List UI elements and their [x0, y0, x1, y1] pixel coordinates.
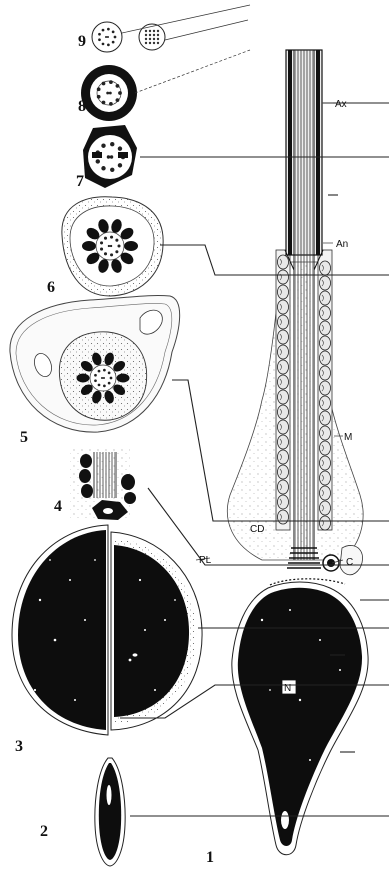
stage-number-4: 4 — [54, 498, 62, 515]
label-nucleus: N — [284, 683, 291, 694]
section-9 — [92, 22, 165, 52]
label-axoneme: Ax — [335, 99, 347, 110]
section-7 — [83, 125, 137, 188]
section-8 — [81, 65, 137, 121]
section-6 — [62, 197, 163, 296]
section-2 — [95, 758, 125, 866]
stage-number-2: 2 — [40, 823, 48, 840]
label-cytoplasmic-droplet: CD — [250, 524, 264, 535]
label-plasma-membrane: PL — [199, 555, 212, 566]
stage-number-1: 1 — [206, 849, 214, 866]
label-annulus: An — [336, 239, 348, 250]
stage-number-3: 3 — [15, 738, 23, 755]
stage-number-8: 8 — [78, 98, 86, 115]
section-5 — [10, 295, 180, 432]
stage-number-6: 6 — [47, 279, 55, 296]
longitudinal-sperm — [227, 50, 368, 855]
section-3 — [12, 525, 202, 735]
stage-number-9: 9 — [78, 33, 86, 50]
label-mitochondria: M — [344, 432, 352, 443]
stage-number-5: 5 — [20, 429, 28, 446]
label-centriole: C — [346, 557, 353, 568]
stage-number-7: 7 — [76, 173, 84, 190]
section-4 — [70, 448, 136, 520]
